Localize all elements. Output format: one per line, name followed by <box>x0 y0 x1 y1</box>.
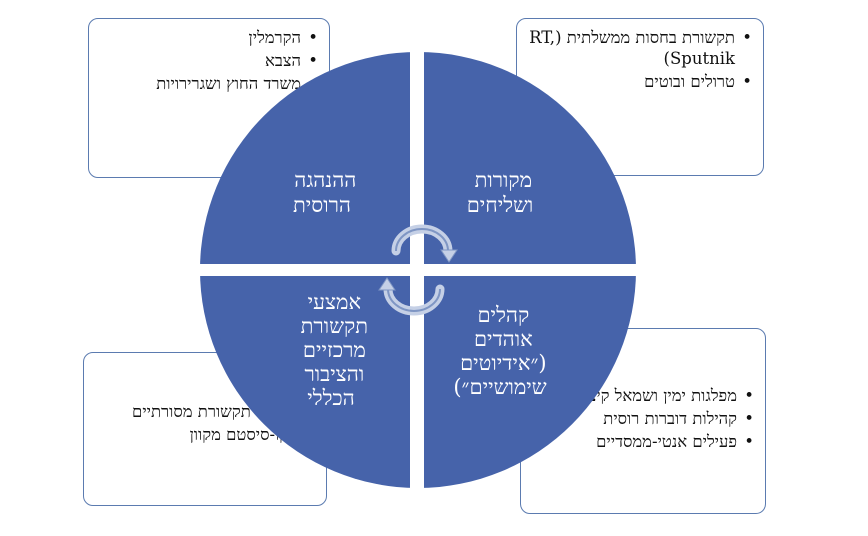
list-item: הקרמלין <box>99 27 318 48</box>
horizontal-divider <box>196 264 642 276</box>
quadrant-top-left-label: ההנהגה הרוסית <box>288 168 357 217</box>
list-item: פעילים אנטי-ממסדיים <box>531 431 754 452</box>
quadrant-bottom-right-label: קהלים אוהדים (״אידיוטים שימושיים״) <box>453 303 546 399</box>
quadrant-top-right-label: מקורות ושליחים <box>467 168 534 217</box>
list-item: מפלגות ימין ושמאל קיצוני <box>531 385 754 406</box>
list-item: תקשורת בחסות ממשלתית (RT, Sputnik) <box>527 27 752 69</box>
list-item: קהילות דוברות רוסית <box>531 408 754 429</box>
cycle-arrows-icon <box>378 224 458 316</box>
list-item: הצבא <box>99 50 318 71</box>
quadrant-bottom-left-label: אמצעי תקשורת מרכזיים והציבור הכללי <box>294 290 368 410</box>
list-item: טרולים ובוטים <box>527 71 752 92</box>
